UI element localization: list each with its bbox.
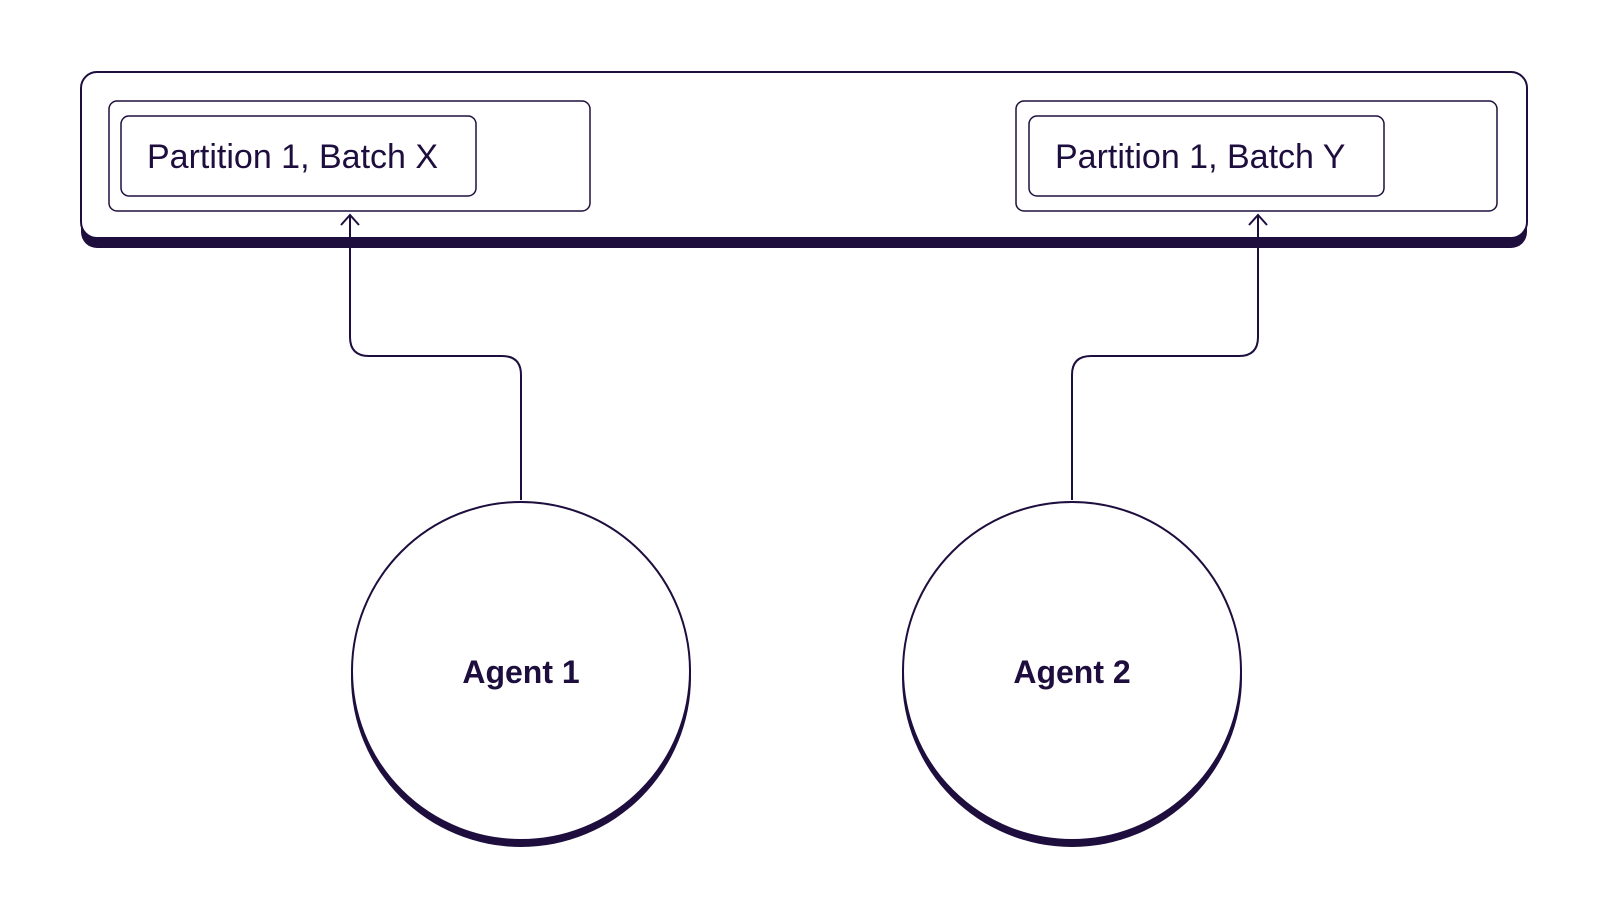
partition-box-x [120, 115, 477, 197]
arrow-head-up-icon [340, 213, 360, 226]
agent-node-2-body [902, 501, 1242, 841]
agent-node-1-body [351, 501, 691, 841]
partition-box-y [1028, 115, 1385, 197]
connector-line-agent-2 [1071, 216, 1259, 500]
arrow-head-up-icon [1248, 213, 1268, 226]
partition-slot-y: Partition 1, Batch Y [1015, 100, 1498, 212]
partition-label-y: Partition 1, Batch Y [1055, 138, 1345, 176]
partition-label-x: Partition 1, Batch X [147, 138, 438, 176]
connector-agent-1 [340, 213, 522, 500]
agent-label-1: Agent 1 [462, 654, 579, 690]
connector-agent-2 [1071, 213, 1268, 500]
agent-node-1: Agent 1 [351, 501, 691, 847]
connector-line-agent-1 [349, 216, 522, 500]
agent-node-2: Agent 2 [902, 501, 1242, 847]
partition-slot-x: Partition 1, Batch X [108, 100, 591, 212]
agent-label-2: Agent 2 [1013, 654, 1130, 690]
